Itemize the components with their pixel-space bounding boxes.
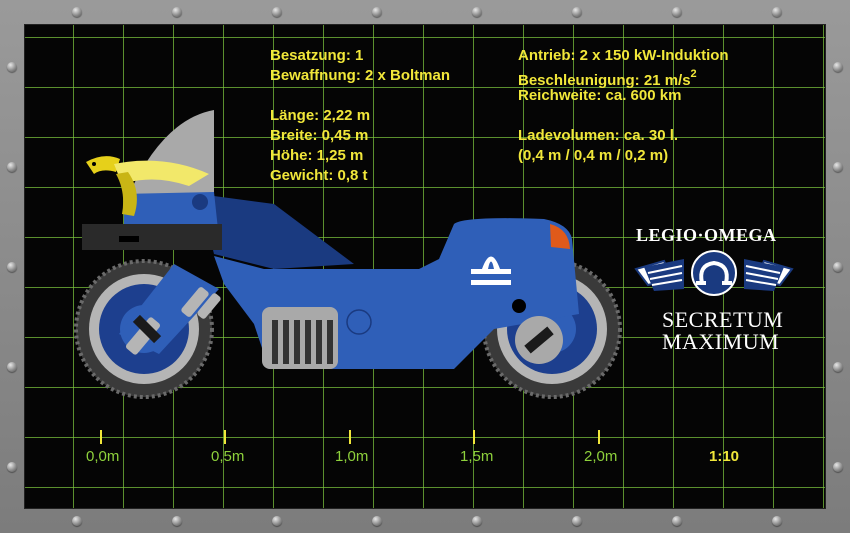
rivet-icon xyxy=(372,7,382,17)
rivet-icon xyxy=(472,516,482,526)
rivet-icon xyxy=(7,362,17,372)
scale-label: 0,5m xyxy=(211,448,245,465)
blueprint-screen: Besatzung: 1 Bewaffnung: 2 x Boltman Län… xyxy=(24,24,826,509)
gun-barrel-icon xyxy=(82,224,222,250)
rivet-icon xyxy=(472,7,482,17)
rivet-icon xyxy=(172,7,182,17)
eagle-emblem-icon xyxy=(86,156,209,216)
rivet-icon xyxy=(672,7,682,17)
rivet-icon xyxy=(72,516,82,526)
rivet-icon xyxy=(833,462,843,472)
spec-cargo: Ladevolumen: ca. 30 l. xyxy=(518,127,679,144)
rivet-icon xyxy=(272,516,282,526)
spec-length: Länge: 2,22 m xyxy=(270,107,371,124)
winged-omega-icon xyxy=(634,250,794,296)
scale-label: 1,5m xyxy=(460,448,494,465)
libra-symbol-icon xyxy=(471,256,511,285)
rivet-icon xyxy=(772,516,782,526)
spec-weight: Gewicht: 0,8 t xyxy=(270,167,368,184)
scale-tick xyxy=(224,430,226,444)
spec-acceleration: Beschleunigung: 21 m/s2 xyxy=(518,68,697,89)
engine-grille-icon xyxy=(262,307,338,369)
scale-tick xyxy=(473,430,475,444)
scale-label: 2,0m xyxy=(584,448,618,465)
scale-tick xyxy=(349,430,351,444)
rivet-icon xyxy=(72,7,82,17)
scale-label: 0,0m xyxy=(86,448,120,465)
tail-light-icon xyxy=(550,224,570,249)
rivet-icon xyxy=(372,516,382,526)
rivet-icon xyxy=(272,7,282,17)
spec-range: Reichweite: ca. 600 km xyxy=(518,87,682,104)
rivet-icon xyxy=(833,362,843,372)
windshield-icon xyxy=(129,110,214,194)
spec-width: Breite: 0,45 m xyxy=(270,127,369,144)
spec-armament: Bewaffnung: 2 x Boltman xyxy=(270,67,451,84)
scale-label: 1,0m xyxy=(335,448,369,465)
scale-tick xyxy=(598,430,600,444)
spec-crew: Besatzung: 1 xyxy=(270,47,364,64)
rivet-icon xyxy=(7,262,17,272)
logo-line-1: SECRETUM xyxy=(662,307,784,332)
spec-cargo-dims: (0,4 m / 0,4 m / 0,2 m) xyxy=(518,147,669,164)
spec-drive: Antrieb: 2 x 150 kW-Induktion xyxy=(518,47,729,64)
rivet-icon xyxy=(833,262,843,272)
rivet-icon xyxy=(172,516,182,526)
rivet-icon xyxy=(672,516,682,526)
rivet-icon xyxy=(7,462,17,472)
rivet-icon xyxy=(572,516,582,526)
logo-line-2: MAXIMUM xyxy=(662,329,780,354)
motorcycle-illustration xyxy=(74,110,622,399)
rivet-icon xyxy=(833,162,843,172)
scale-ratio: 1:10 xyxy=(709,448,740,465)
rivet-icon xyxy=(572,7,582,17)
logo-title: LEGIO·OMEGA xyxy=(636,225,777,245)
scale-tick xyxy=(100,430,102,444)
rivet-icon xyxy=(772,7,782,17)
front-hub-icon xyxy=(132,314,162,344)
rear-hub-icon xyxy=(515,316,563,364)
spec-height: Höhe: 1,25 m xyxy=(270,147,364,164)
legio-omega-logo: LEGIO·OMEGA SECRETUM MAXIMUM xyxy=(624,209,804,359)
rivet-icon xyxy=(833,62,843,72)
rivet-icon xyxy=(7,62,17,72)
rivet-icon xyxy=(7,162,17,172)
spec-acceleration-exponent: 2 xyxy=(690,68,697,80)
fairing-icon xyxy=(199,194,354,269)
